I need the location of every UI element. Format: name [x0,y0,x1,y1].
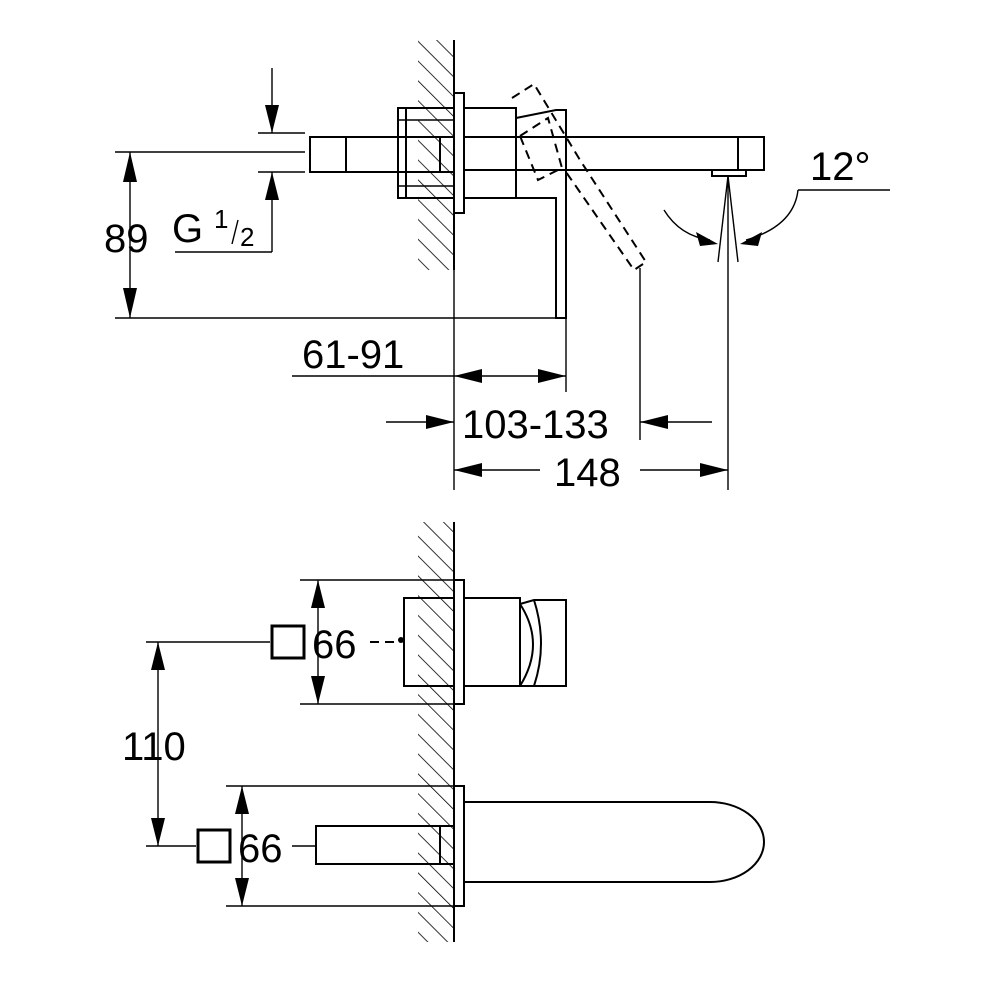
lever-handle [463,82,648,319]
thread-fraction-numerator: 1 [214,204,228,234]
height-label: 89 [104,217,149,261]
side-view: 12° 89 G 1 2 [104,40,890,495]
handle-projection-label: 61-91 [302,333,404,377]
dim-height: 89 [104,151,560,319]
wall-section-bottom [418,522,455,942]
dim-spacing: 110 [122,641,270,847]
dim-handle-projection: 61-91 [292,198,567,490]
spout-projection-label: 148 [554,451,621,495]
lever-projection-label: 103-133 [462,403,609,447]
spacing-label: 110 [122,725,186,769]
square-symbol-upper [270,624,306,660]
upper-rosette-label: 66 [312,623,357,667]
thread-fraction-denominator: 2 [240,222,254,252]
dim-spout-projection: 148 [454,451,728,495]
dim-lever-projection: 103-133 [386,268,712,447]
wall-section-top [418,40,455,270]
upper-rosette [398,579,567,705]
lower-rosette [315,785,765,907]
spout-side [463,136,765,177]
thread-dimension: G 1 2 [172,68,305,253]
pipe-side [309,136,455,173]
angle-label: 12° [810,145,871,189]
square-symbol-lower [196,828,232,864]
lower-rosette-label: 66 [238,827,283,871]
flow-angle: 12° [663,145,890,490]
dim-lower-rosette: 66 [196,785,454,907]
front-view: 66 110 66 [122,522,765,942]
dim-upper-rosette: 66 [270,579,454,705]
thread-label: G [172,207,203,251]
